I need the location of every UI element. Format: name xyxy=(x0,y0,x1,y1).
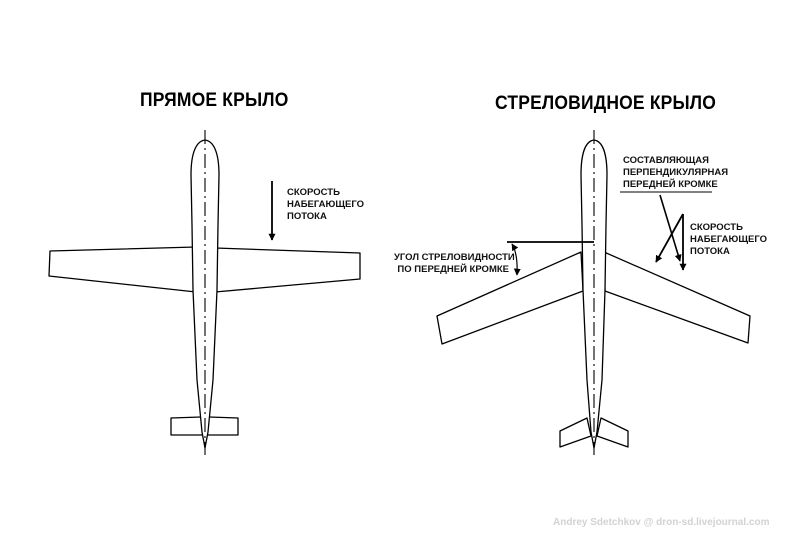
watermark-text: Andrey Sdetchkov @ dron-sd.livejournal.c… xyxy=(553,517,770,528)
swept-wing-aircraft xyxy=(436,130,751,455)
swept-wing-tail-left xyxy=(559,417,592,448)
sweep-angle-arc xyxy=(511,243,521,276)
leading-edge-component-arrow xyxy=(655,213,684,263)
straight-wing-airspeed-label: СКОРОСТЬ НАБЕГАЮЩЕГО ПОТОКА xyxy=(287,187,364,222)
perpendicular-component-arrow xyxy=(659,194,682,262)
straight-wing-aircraft xyxy=(48,130,361,455)
sweep-angle-label: УГОЛ СТРЕЛОВИДНОСТИ ПО ПЕРЕДНЕЙ КРОМКЕ xyxy=(394,252,515,275)
swept-wing-right xyxy=(603,251,751,344)
swept-wing-title: СТРЕЛОВИДНОЕ КРЫЛО xyxy=(495,93,717,114)
swept-wing-tail-right xyxy=(596,417,629,448)
perpendicular-component-label: СОСТАВЛЯЮЩАЯ ПЕРПЕНДИКУЛЯРНАЯ ПЕРЕДНЕЙ К… xyxy=(623,155,729,190)
straight-wing-title: ПРЯМОЕ КРЫЛО xyxy=(140,90,289,111)
swept-wing-airspeed-label: СКОРОСТЬ НАБЕГАЮЩЕГО ПОТОКА xyxy=(690,222,767,257)
